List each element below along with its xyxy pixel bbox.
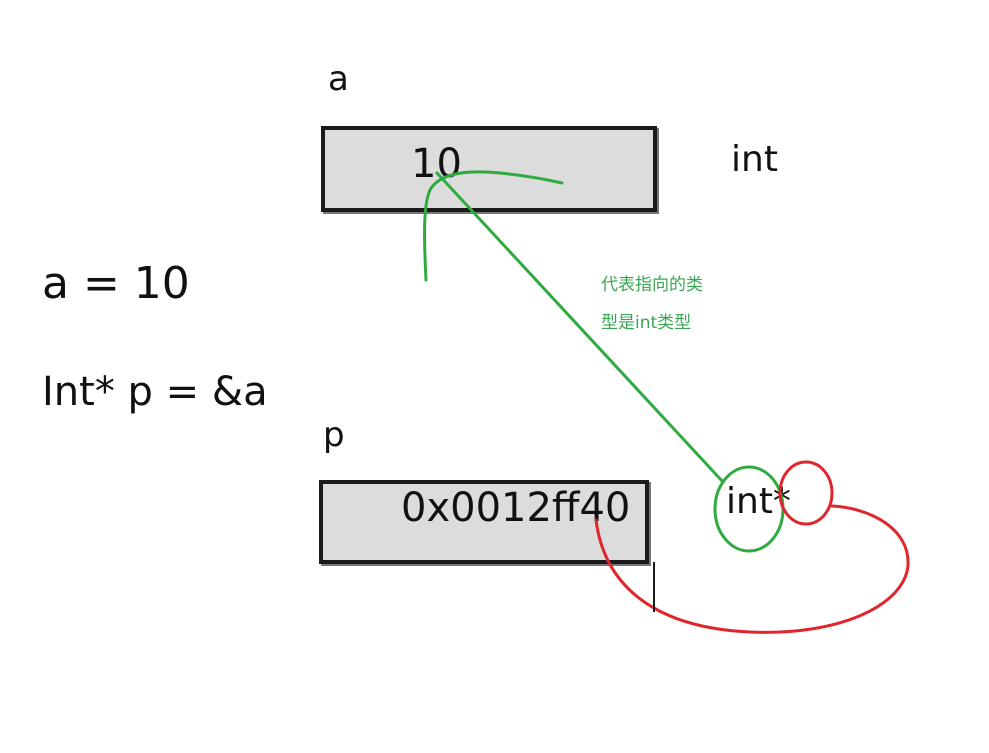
var-p-box: 0x0012ff40 — [319, 480, 649, 564]
var-a-value: 10 — [411, 141, 462, 187]
var-p-label: p — [323, 415, 345, 455]
type-int-label: int — [731, 139, 778, 180]
code-line-pointer: Int* p = &a — [42, 369, 268, 415]
var-a-label: a — [328, 59, 349, 99]
annotation-line-2: 型是int类型 — [601, 313, 692, 333]
var-a-box: 10 — [321, 126, 657, 212]
annotation-line-1: 代表指向的类 — [601, 275, 703, 295]
var-p-value: 0x0012ff40 — [401, 485, 631, 531]
type-int-pointer-label: int* — [726, 481, 791, 522]
code-line-assign: a = 10 — [42, 258, 190, 309]
